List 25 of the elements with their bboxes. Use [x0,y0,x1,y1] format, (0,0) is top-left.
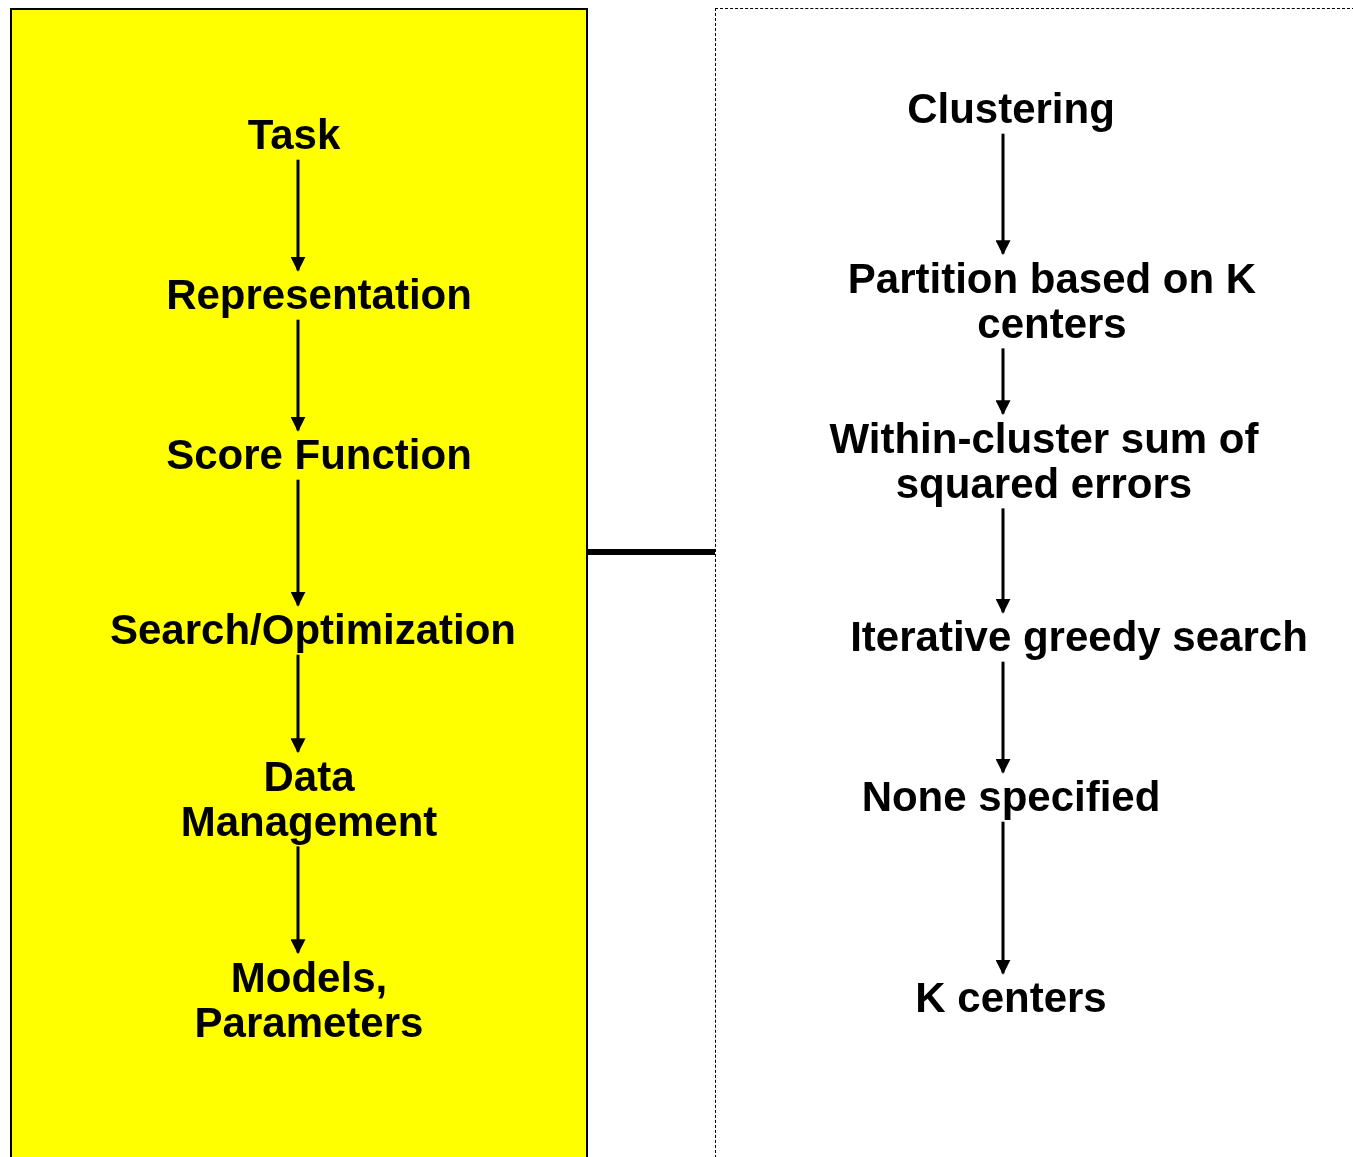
arrow [290,654,306,754]
arrow [290,479,306,607]
connector-line [588,549,715,555]
step-label: Clustering [811,86,1211,132]
step-label: Search/Optimization [63,607,563,653]
arrow [995,821,1011,975]
step-label: Score Function [109,432,529,478]
step-label: None specified [811,774,1211,820]
arrow [290,846,306,955]
step-label: K centers [811,975,1211,1021]
step-label: Iterative greedy search [809,614,1349,660]
step-label: Partition based on K centers [802,255,1302,347]
arrow [995,348,1011,416]
step-label: Data Management [154,753,464,845]
arrow [290,159,306,272]
arrow [995,133,1011,256]
step-label: Representation [109,272,529,318]
arrow [995,661,1011,774]
step-label: Within-cluster sum of squared errors [784,415,1304,507]
arrow [995,508,1011,614]
arrow [290,319,306,432]
step-label: Task [144,112,444,158]
highlighted-panel [10,8,588,1157]
dashed-panel [715,8,1353,1157]
step-label: Models, Parameters [129,954,489,1046]
